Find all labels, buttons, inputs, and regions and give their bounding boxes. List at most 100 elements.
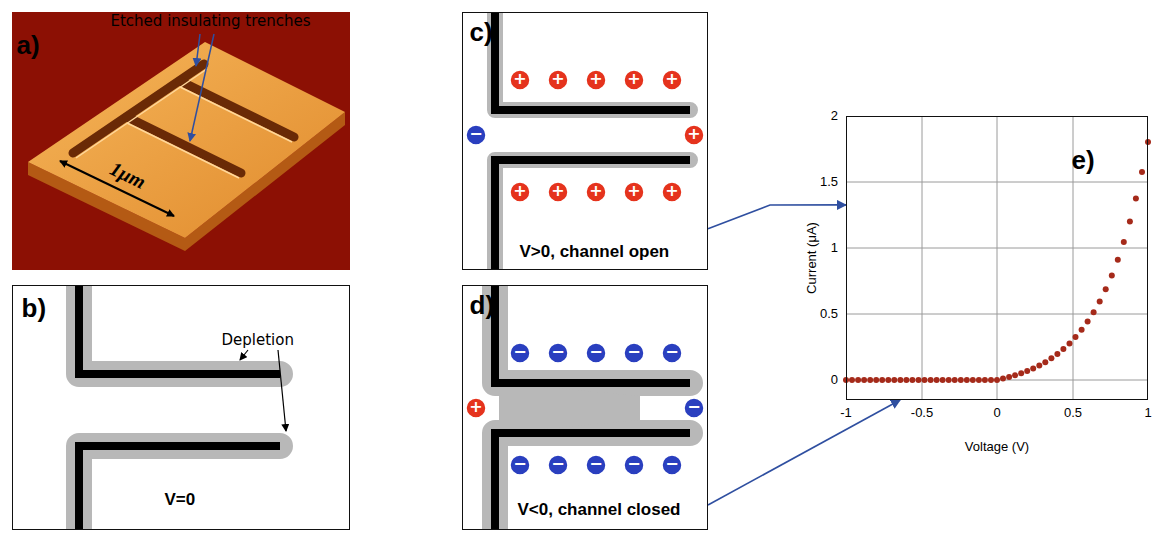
data-point (970, 377, 976, 383)
afm-panel: a)Etched insulating trenches1μm (12, 12, 350, 270)
channel-b-part (79, 446, 280, 530)
trench-edge-part (76, 69, 207, 158)
data-point (988, 377, 994, 383)
data-point (1073, 334, 1079, 340)
chart-plot (843, 116, 1151, 400)
panel-box: d)V<0, channel closed (462, 285, 708, 530)
panel-letter: b) (22, 293, 47, 322)
charge-sign: + (589, 71, 602, 87)
charge-circle-part (548, 343, 568, 363)
channel-d-part (495, 285, 690, 383)
data-point (873, 377, 879, 383)
charge-circle-part (510, 343, 530, 363)
data-point (1109, 273, 1115, 279)
charge-sign: − (513, 456, 526, 472)
channel-c-part (495, 160, 690, 270)
charge-circle-part (624, 455, 644, 475)
channel-b (79, 285, 280, 530)
charge-circle-part (662, 343, 682, 363)
tick-label: 0.5 (1064, 406, 1082, 420)
charge-sign: − (551, 344, 564, 360)
leader-line (240, 350, 286, 431)
data-point (1139, 169, 1145, 175)
channel-c-part (495, 160, 690, 270)
data-point (1054, 351, 1060, 357)
data-point (946, 377, 952, 383)
channel-b-part (79, 285, 280, 374)
channel-d-part (495, 285, 690, 383)
charge-sign: − (589, 456, 602, 472)
data-point (934, 377, 940, 383)
panel-box: c)V>0, channel open (462, 12, 708, 270)
data-point (928, 377, 934, 383)
charge-sign: + (551, 71, 564, 87)
axis-title: Current (μA) (805, 222, 819, 294)
charge-circle-part (586, 182, 606, 202)
data-point (1103, 286, 1109, 292)
data-point (1048, 355, 1054, 361)
tick-label: 2 (831, 109, 838, 123)
tick-label: 0 (993, 406, 1000, 420)
charge-sign: + (665, 183, 678, 199)
data-point (891, 377, 897, 383)
charge-circle-part (510, 70, 530, 90)
data-point (976, 377, 982, 383)
charge-circle-part (586, 455, 606, 475)
charge-circle-part (662, 455, 682, 475)
data-point (879, 377, 885, 383)
trench-part (127, 117, 241, 173)
data-point (885, 377, 891, 383)
data-point (903, 377, 909, 383)
data-point (1006, 374, 1012, 380)
panel-box: b)DepletionV=0 (12, 285, 350, 530)
charge-circle-part (684, 398, 704, 418)
data-point (940, 377, 946, 383)
charge-circle-part (466, 398, 486, 418)
channel-b-part (79, 285, 280, 374)
channel-d-part (495, 433, 690, 530)
grid-line-part (846, 314, 1148, 315)
charge-sign: − (627, 456, 640, 472)
leader-line-part (190, 34, 214, 141)
data-point (1030, 366, 1036, 372)
charge-circle-part (684, 125, 704, 145)
grid-line (846, 116, 1148, 400)
channel-d-part (495, 433, 690, 530)
charge-circle-part (662, 182, 682, 202)
panel-letter: d) (470, 290, 495, 319)
data-point (1079, 327, 1085, 333)
tick-label: 1 (1144, 406, 1151, 420)
tick-label: 1 (831, 241, 838, 255)
charge-sign: − (665, 344, 678, 360)
data-point (916, 377, 922, 383)
charge-sign: − (469, 126, 482, 142)
data-point (1097, 299, 1103, 305)
grid-line-part (997, 116, 998, 400)
charge-circle-part (624, 182, 644, 202)
data-point (1121, 239, 1127, 245)
charge-circle (466, 70, 704, 475)
data-point (952, 377, 958, 383)
data-point (849, 377, 855, 383)
charge-sign: + (665, 71, 678, 87)
trench-edge (76, 69, 292, 178)
data-point (1145, 139, 1151, 145)
charge-sign: + (627, 71, 640, 87)
afm-image-part (12, 12, 350, 270)
charge-circle-part (466, 125, 486, 145)
charge-sign: + (469, 399, 482, 415)
data-point (1036, 363, 1042, 369)
charge-circle-part (548, 70, 568, 90)
charge-sign: + (551, 183, 564, 199)
data-point (1115, 257, 1121, 263)
data-point (1060, 346, 1066, 352)
data-point (964, 377, 970, 383)
callout-text: Etched insulating trenches (111, 12, 311, 29)
condition-label: V>0, channel open (520, 242, 670, 261)
data-point (861, 377, 867, 383)
tick-label: 0.5 (820, 307, 838, 321)
panel-letter: a) (17, 30, 40, 59)
